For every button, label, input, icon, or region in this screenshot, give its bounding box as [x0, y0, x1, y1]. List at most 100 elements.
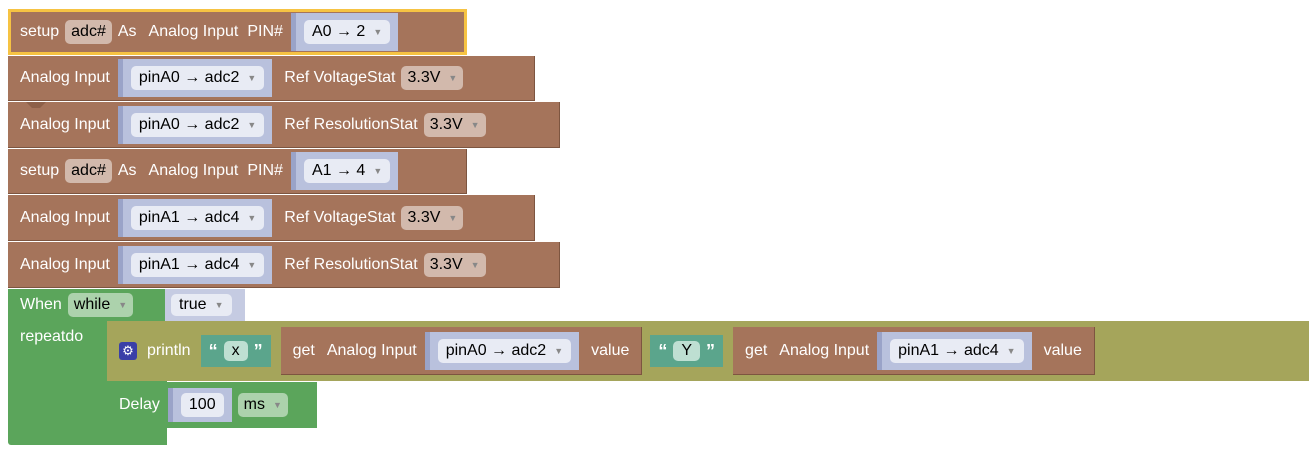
println-block[interactable]: ⚙ println “ x ” get Analog Input pinA0 →… [107, 321, 1309, 381]
pin-input[interactable]: pinA1 → adc4 ▼ [117, 245, 273, 284]
condition-value: true [179, 296, 207, 313]
ref-value: 3.3V [429, 115, 463, 133]
println-label: println [147, 342, 191, 359]
pin-label: PIN# [247, 22, 283, 40]
pin-dropdown[interactable]: pinA0 → adc2▼ [437, 338, 572, 363]
condition-input[interactable]: true ▼ [165, 289, 245, 321]
setup-label: setup [20, 22, 60, 40]
pin-dropdown[interactable]: pinA1 → adc4 ▼ [890, 338, 1024, 363]
pin-dropdown[interactable]: pinA1 → adc4 ▼ [130, 252, 265, 277]
analog-ref-block-1[interactable]: Analog Input pinA0 → adc2▼ Ref VoltageSt… [8, 56, 535, 101]
pin-input[interactable]: pinA0 → adc2▼ [424, 331, 580, 370]
var-field[interactable]: adc# [65, 19, 112, 44]
pin-dropdown[interactable]: pinA1 → adc4 ▼ [130, 205, 265, 230]
pin-value: pinA1 → adc4 [138, 255, 240, 273]
unit-value: ms [243, 396, 265, 413]
dropdown-arrow-icon: ▼ [247, 119, 257, 130]
delay-block[interactable]: Delay 100 ms ▼ [107, 382, 317, 428]
ref-value: 3.3V [407, 208, 441, 226]
setup-label: setup [20, 162, 60, 179]
dropdown-arrow-icon: ▼ [247, 212, 257, 223]
gear-icon[interactable]: ⚙ [119, 342, 137, 360]
ref-label: Ref ResolutionStat [284, 115, 418, 133]
pin-input[interactable]: pinA0 → adc2▼ [117, 105, 273, 144]
ref-label: Ref ResolutionStat [284, 255, 418, 273]
when-label: When [20, 296, 62, 313]
get-analog-block-2[interactable]: get Analog Input pinA1 → adc4 ▼ value [733, 327, 1095, 375]
text-block-y[interactable]: “ Y ” [650, 335, 724, 367]
block-label: Analog Input [20, 255, 110, 273]
ref-dropdown[interactable]: 3.3V▼ [401, 66, 464, 90]
block-label: Analog Input [20, 115, 110, 133]
block-label: Analog Input [20, 208, 110, 226]
unit-dropdown[interactable]: ms ▼ [237, 393, 288, 417]
delay-amount-input[interactable]: 100 [167, 388, 232, 422]
text-block-x[interactable]: “ x ” [200, 335, 271, 367]
pin-dropdown[interactable]: pinA0 → adc2▼ [130, 66, 265, 90]
ref-dropdown[interactable]: 3.3V ▼ [423, 252, 486, 277]
as-label: As [117, 22, 137, 40]
setup-block-1[interactable]: setup adc# As Analog Input PIN# A0 → 2▼ [8, 9, 467, 55]
text-field[interactable]: Y [673, 341, 701, 361]
pin-label: PIN# [247, 162, 283, 179]
kind-label: Analog Input [148, 162, 239, 179]
open-quote-icon: “ [658, 340, 668, 361]
open-quote-icon: “ [208, 340, 218, 361]
delay-label: Delay [119, 396, 160, 413]
condition-dropdown[interactable]: true ▼ [171, 294, 232, 316]
pin-dropdown[interactable]: A0 → 2▼ [303, 19, 391, 44]
mode-dropdown[interactable]: while ▼ [67, 293, 134, 317]
pin-value: A1 → 4 [311, 162, 366, 179]
var-field[interactable]: adc# [65, 159, 112, 183]
mode-value: while [73, 296, 111, 313]
value-label: value [591, 341, 630, 359]
ref-dropdown[interactable]: 3.3V ▼ [401, 205, 464, 230]
dropdown-arrow-icon: ▼ [470, 119, 480, 130]
dropdown-arrow-icon: ▼ [373, 26, 383, 37]
block-label: Analog Input [20, 69, 110, 86]
kind-label: Analog Input [779, 341, 870, 359]
dropdown-arrow-icon: ▼ [272, 400, 282, 410]
pin-input[interactable]: pinA1 → adc4 ▼ [117, 198, 273, 237]
text-field[interactable]: x [223, 341, 248, 361]
dropdown-arrow-icon: ▼ [470, 259, 480, 270]
close-quote-icon: ” [253, 340, 263, 361]
dropdown-arrow-icon: ▼ [118, 300, 128, 310]
ref-dropdown[interactable]: 3.3V ▼ [423, 112, 486, 137]
get-label: get [292, 341, 315, 359]
ref-label: Ref VoltageStat [284, 69, 396, 86]
pin-input[interactable]: A1 → 4 ▼ [290, 152, 399, 190]
pin-dropdown[interactable]: A1 → 4 ▼ [303, 159, 391, 183]
dropdown-arrow-icon: ▼ [214, 300, 224, 310]
pin-value: pinA0 → adc2 [138, 69, 240, 86]
ref-label: Ref VoltageStat [284, 208, 396, 226]
ref-value: 3.3V [429, 255, 463, 273]
setup-block-2[interactable]: setup adc# As Analog Input PIN# A1 → 4 ▼ [8, 149, 467, 194]
dropdown-arrow-icon: ▼ [373, 166, 383, 176]
pin-dropdown[interactable]: pinA0 → adc2▼ [130, 112, 265, 137]
dropdown-arrow-icon: ▼ [448, 73, 458, 83]
pin-input[interactable]: pinA1 → adc4 ▼ [877, 331, 1032, 370]
analog-ref-block-2[interactable]: Analog Input pinA0 → adc2▼ Ref Resolutio… [8, 102, 560, 148]
analog-ref-block-3[interactable]: Analog Input pinA1 → adc4 ▼ Ref VoltageSt… [8, 195, 535, 241]
analog-ref-block-4[interactable]: Analog Input pinA1 → adc4 ▼ Ref Resolutio… [8, 242, 560, 288]
pin-input[interactable]: pinA0 → adc2▼ [117, 59, 273, 97]
pin-value: pinA1 → adc4 [138, 208, 240, 226]
pin-value: pinA1 → adc4 [898, 341, 999, 359]
pin-input[interactable]: A0 → 2▼ [290, 12, 399, 51]
dropdown-arrow-icon: ▼ [247, 259, 257, 270]
repeat-label: repeatdo [20, 328, 84, 345]
get-label: get [745, 341, 768, 359]
get-analog-block-1[interactable]: get Analog Input pinA0 → adc2▼ value [280, 327, 643, 375]
delay-amount[interactable]: 100 [180, 393, 224, 417]
kind-label: Analog Input [326, 341, 417, 359]
notch [26, 102, 46, 108]
dropdown-arrow-icon: ▼ [1006, 345, 1016, 356]
while-header: When while ▼ [8, 289, 170, 321]
close-quote-icon: ” [706, 340, 716, 361]
dropdown-arrow-icon: ▼ [554, 345, 564, 356]
value-label: value [1043, 341, 1082, 359]
kind-label: Analog Input [148, 22, 239, 40]
as-label: As [117, 162, 137, 179]
dropdown-arrow-icon: ▼ [448, 212, 458, 223]
